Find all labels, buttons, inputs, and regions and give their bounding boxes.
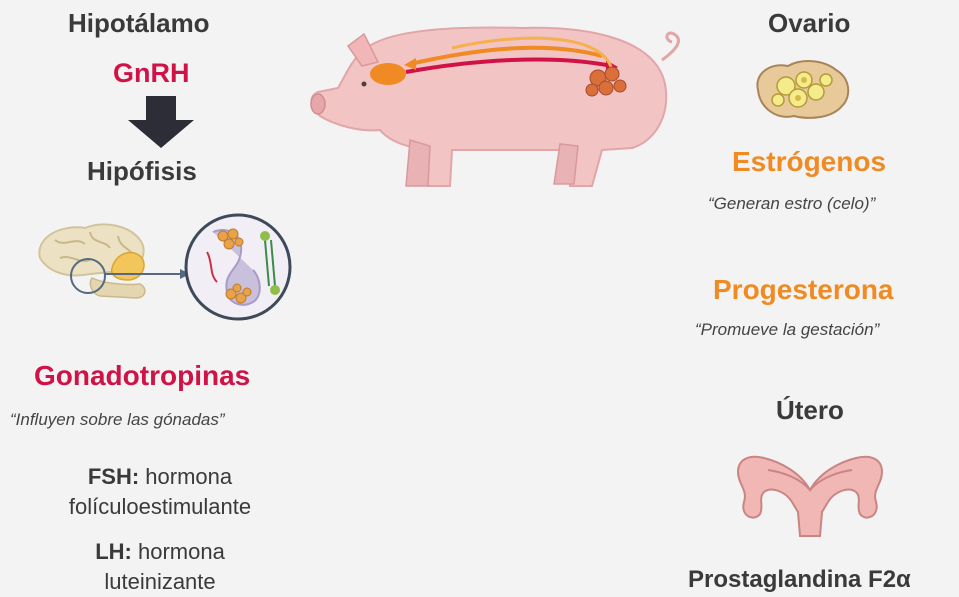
lh-abbr: LH: [95,539,132,564]
ovary-icon [750,58,854,122]
lh-name: luteinizante [30,567,290,597]
fsh-description: FSH: hormona folículoestimulante [30,462,290,522]
gnrh-label: GnRH [113,58,190,89]
uterus-title: Útero [776,395,844,426]
down-arrow-icon [126,96,196,148]
pig-illustration [302,0,682,200]
progesterone-title: Progesterona [713,274,894,306]
estrogens-title: Estrógenos [732,146,886,178]
prostaglandin-title: Prostaglandina F2α [688,566,911,594]
ovary-title: Ovario [768,8,850,39]
progesterone-note: “Promueve la gestación” [695,320,879,340]
uterus-icon [730,432,890,542]
pituitary-zoom-icon [183,212,293,322]
fsh-abbr: FSH: [88,464,139,489]
fsh-word: hormona [145,464,232,489]
lh-description: LH: hormona luteinizante [30,537,290,597]
lh-word: hormona [138,539,225,564]
fsh-name: folículoestimulante [30,492,290,522]
estrogens-note: “Generan estro (celo)” [708,194,875,214]
hypothalamus-title: Hipotálamo [68,8,210,39]
pituitary-title: Hipófisis [87,156,197,187]
brain-icon [30,218,190,308]
gonadotropins-title: Gonadotropinas [34,360,250,392]
gonadotropins-note: “Influyen sobre las gónadas” [10,410,225,430]
